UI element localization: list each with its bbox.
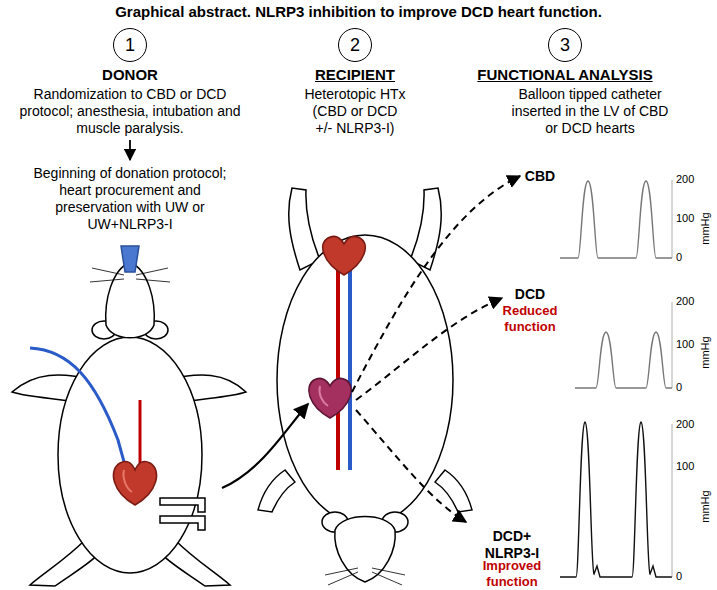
step-number: 1 bbox=[125, 35, 135, 55]
pressure-trace bbox=[560, 422, 672, 577]
down-arrow bbox=[130, 140, 131, 160]
group-label: DCD+ NLRP3-I bbox=[479, 528, 545, 562]
donor-rat bbox=[123, 470, 132, 492]
recipient-rat bbox=[348, 268, 352, 470]
recipient-rat bbox=[258, 470, 295, 512]
pressure-trace bbox=[575, 332, 672, 388]
donor-rat bbox=[113, 461, 156, 505]
step-number-circle: 2 bbox=[338, 28, 372, 62]
dashed-arrow bbox=[352, 176, 520, 522]
column-heading: DONOR bbox=[30, 66, 230, 84]
recipient-rat bbox=[335, 517, 395, 583]
axis-tick: 200 bbox=[676, 173, 700, 186]
donor-rat bbox=[136, 268, 168, 275]
pressure-trace bbox=[672, 302, 673, 388]
dashed-arrow bbox=[356, 410, 466, 522]
recipient-rat bbox=[289, 188, 320, 270]
group-label: DCD bbox=[507, 286, 553, 303]
transplant-arrow bbox=[222, 404, 308, 488]
down-arrow bbox=[129, 140, 131, 160]
figure-title: Graphical abstract. NLRP3 inhibition to … bbox=[0, 3, 717, 20]
pressure-trace bbox=[560, 181, 672, 258]
recipient-rat bbox=[328, 572, 358, 585]
dashed-arrow bbox=[352, 176, 520, 392]
step-number-circle: 1 bbox=[113, 28, 147, 62]
donor-rat bbox=[30, 348, 128, 478]
axis-tick: 100 bbox=[676, 212, 700, 225]
axis-tick: 200 bbox=[676, 295, 700, 308]
axis-tick: 0 bbox=[676, 251, 700, 264]
transplant-arrow bbox=[222, 404, 308, 488]
dashed-arrow bbox=[356, 298, 502, 400]
pressure-trace bbox=[672, 424, 673, 577]
step-number: 3 bbox=[560, 35, 570, 55]
recipient-rat bbox=[323, 236, 365, 275]
step-description: Balloon tipped catheter inserted in the … bbox=[510, 86, 670, 137]
axis-unit: mmHg bbox=[699, 487, 712, 527]
outcome-note: Improved function bbox=[477, 558, 547, 590]
recipient-rat bbox=[372, 572, 402, 585]
donor-rat bbox=[92, 268, 124, 275]
recipient-rat bbox=[319, 386, 328, 406]
axis-tick: 0 bbox=[676, 381, 700, 394]
donor-rat bbox=[160, 516, 205, 530]
donor-rat bbox=[90, 279, 124, 282]
column-heading: RECIPIENT bbox=[255, 66, 455, 84]
donor-rat bbox=[160, 498, 205, 512]
axis-tick: 0 bbox=[676, 570, 700, 583]
recipient-rat bbox=[277, 235, 453, 525]
recipient-rat bbox=[435, 470, 472, 512]
pressure-trace bbox=[560, 180, 672, 577]
recipient-rat bbox=[410, 188, 441, 270]
group-label: CBD bbox=[520, 168, 560, 185]
step-number: 2 bbox=[350, 35, 360, 55]
step-description: Heterotopic HTx (CBD or DCD +/- NLRP3-I) bbox=[304, 86, 407, 137]
step-description: Beginning of donation protocol; heart pr… bbox=[19, 165, 241, 233]
column-heading: FUNCTIONAL ANALYSIS bbox=[455, 66, 675, 84]
outcome-note: Reduced function bbox=[499, 303, 561, 335]
step-description: Randomization to CBD or DCD protocol; an… bbox=[19, 86, 241, 137]
pressure-trace bbox=[672, 180, 673, 258]
axis-tick: 100 bbox=[676, 338, 700, 351]
recipient-rat bbox=[325, 568, 405, 585]
step-number-circle: 3 bbox=[548, 28, 582, 62]
donor-rat bbox=[12, 246, 246, 586]
recipient-rat bbox=[336, 268, 340, 470]
recipient-rat bbox=[309, 378, 351, 418]
axis-unit: mmHg bbox=[699, 209, 712, 249]
donor-rat bbox=[121, 246, 139, 272]
axis-tick: 100 bbox=[676, 460, 700, 473]
axis-tick: 200 bbox=[676, 418, 700, 431]
axis-unit: mmHg bbox=[699, 333, 712, 373]
donor-rat bbox=[106, 262, 155, 338]
donor-rat bbox=[136, 279, 170, 282]
